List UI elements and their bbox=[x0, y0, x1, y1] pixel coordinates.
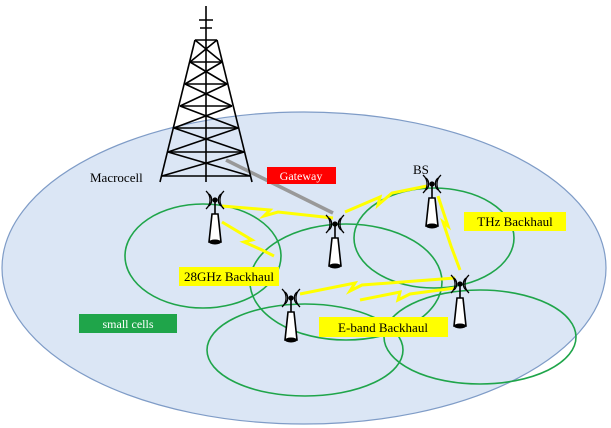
link-left-to-center bbox=[221, 204, 334, 220]
ghz28-backhaul-label: 28GHz Backhaul bbox=[184, 269, 274, 284]
small-cells-label: small cells bbox=[103, 317, 154, 331]
gateway-label: Gateway bbox=[280, 169, 323, 183]
ghz28-backhaul-box bbox=[179, 267, 279, 286]
small-cells-box bbox=[79, 314, 177, 333]
link-lower-to-right bbox=[359, 286, 456, 303]
eband-backhaul-label: E-band Backhaul bbox=[338, 320, 428, 335]
link-center-to-lower bbox=[299, 276, 456, 296]
macrocell-label: Macrocell bbox=[90, 170, 143, 185]
small-cell-ring-bottom bbox=[206, 303, 404, 397]
macrocell-coverage-area bbox=[1, 111, 607, 425]
gateway-wired-link bbox=[225, 158, 334, 215]
link-left-to-28ghz bbox=[221, 220, 275, 258]
link-bs-top-to-right bbox=[436, 195, 462, 271]
wireless-backhaul-links bbox=[221, 184, 462, 303]
link-center-to-bs-top bbox=[344, 184, 428, 214]
thz-backhaul-box bbox=[464, 212, 566, 231]
bs-label: BS bbox=[413, 162, 429, 177]
gateway-box bbox=[267, 167, 336, 184]
cell-tower-icon bbox=[159, 6, 253, 183]
eband-backhaul-box bbox=[319, 317, 448, 337]
small-cell-ring-bs-top bbox=[353, 187, 515, 289]
thz-backhaul-label: THz Backhaul bbox=[477, 214, 553, 229]
small-cell-ring-left bbox=[124, 203, 282, 309]
